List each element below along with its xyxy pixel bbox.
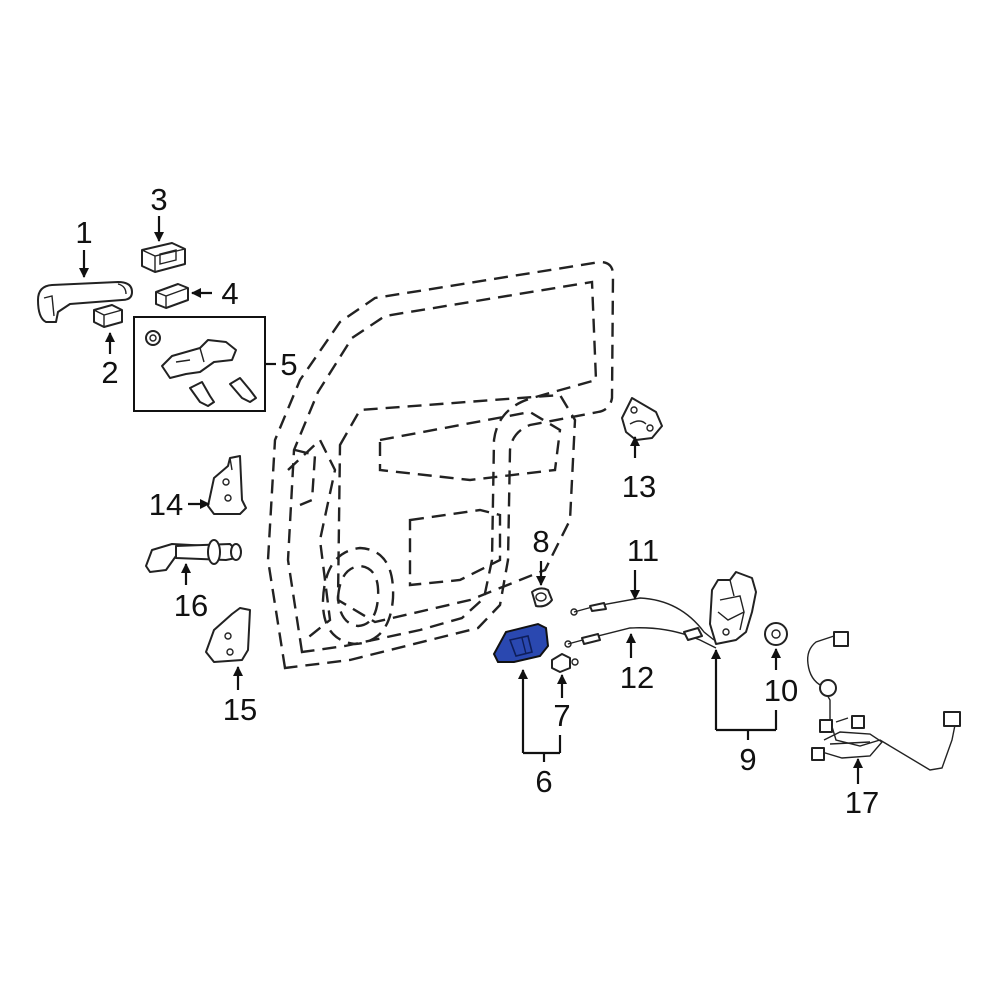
callout-11: 11	[627, 533, 659, 568]
callout-5: 5	[280, 347, 297, 382]
callout-6: 6	[535, 764, 552, 799]
handle-frame-kit	[133, 316, 266, 412]
clip-part	[551, 653, 579, 673]
lower-hinge-part	[205, 607, 251, 663]
callout-10: 10	[764, 673, 798, 708]
callout-3: 3	[150, 182, 167, 217]
callout-4: 4	[221, 276, 238, 311]
door-outline	[266, 260, 615, 670]
callout-9: 9	[739, 742, 756, 777]
callout-17: 17	[845, 785, 879, 820]
pad-part	[93, 304, 123, 328]
cables-part	[564, 597, 717, 649]
upper-hinge-part	[207, 455, 247, 515]
callout-12: 12	[620, 660, 654, 695]
callout-2: 2	[101, 355, 118, 390]
grommet-part	[764, 622, 788, 646]
callout-14: 14	[149, 487, 183, 522]
callout-15-16: 16	[174, 588, 208, 623]
inside-handle-part	[492, 622, 550, 663]
bushing-part	[531, 587, 553, 608]
door-check-part	[145, 539, 242, 573]
cover-part	[141, 242, 186, 273]
callout-7: 7	[553, 698, 570, 733]
callout-15: 15	[223, 692, 257, 727]
callout-1: 1	[75, 215, 92, 250]
callout-labels: 1 2 3 4 5 6 7 8 9 10 11 12 13 14 16 15 1…	[75, 182, 879, 820]
striker-part	[621, 397, 663, 441]
callout-13: 13	[622, 469, 656, 504]
wiring-harness-part	[806, 631, 961, 771]
pad-small-part	[155, 283, 189, 309]
latch-assembly-part	[709, 571, 757, 645]
outside-handle-part	[37, 281, 133, 323]
leader-lines	[79, 216, 863, 784]
callout-8: 8	[532, 524, 549, 559]
